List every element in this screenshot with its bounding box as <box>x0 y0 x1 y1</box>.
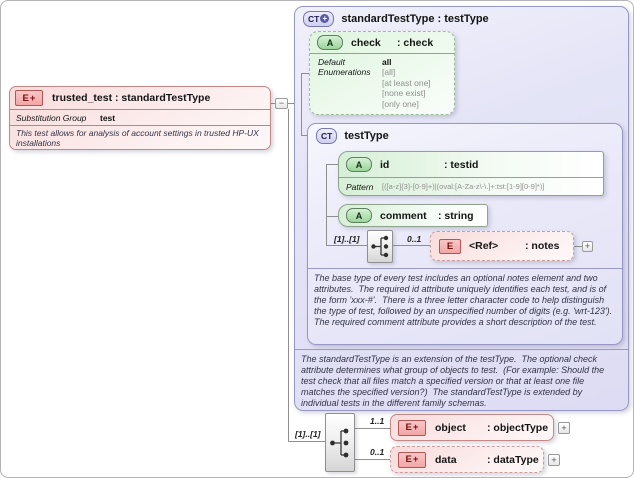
id-attribute-box[interactable]: A id : testid Pattern [([a-z]{3}-[0-9]+)… <box>338 151 604 196</box>
element-icon-letter: E <box>405 422 412 433</box>
substitution-group-value: test <box>100 112 116 123</box>
enum-value: [at least one] <box>382 77 431 88</box>
sequence-occurs-label: [1]..[1] <box>334 234 360 244</box>
ct-icon-letters: CT <box>308 13 320 24</box>
notes-element-box[interactable]: E <Ref> : notes <box>430 231 574 261</box>
complex-type-icon: CT <box>316 127 338 144</box>
element-icon-plus: + <box>412 454 419 465</box>
notes-expand-button[interactable]: + <box>582 241 593 252</box>
trusted-test-title: trusted_test : standardTestType <box>52 92 211 104</box>
element-icon-plus: + <box>29 92 36 104</box>
enumerations-label: Enumerations <box>318 67 371 77</box>
enum-value: [only one] <box>382 98 419 109</box>
attribute-icon: A <box>346 208 372 223</box>
test-type-description: The base type of every test includes an … <box>314 273 613 327</box>
sequence-icon[interactable] <box>367 230 393 263</box>
connector <box>288 441 325 442</box>
element-icon: E <box>439 238 461 254</box>
check-name: check <box>351 36 381 49</box>
connector <box>301 135 307 136</box>
element-icon: E+ <box>398 451 426 468</box>
element-icon: E+ <box>15 90 43 106</box>
plus-glyph: + <box>551 455 557 465</box>
connector <box>301 73 302 135</box>
notes-occurs-label: 0..1 <box>407 234 422 244</box>
default-value: all <box>382 57 392 67</box>
comment-type: : string <box>438 209 474 222</box>
plus-glyph: + <box>561 423 567 433</box>
object-type: : objectType <box>487 421 549 434</box>
sequence-icon[interactable] <box>325 413 355 472</box>
complex-type-icon: CT+ <box>303 10 335 27</box>
object-name: object <box>435 421 466 434</box>
content-sequence-occurs-label: [1]..[1] <box>295 429 321 439</box>
connector <box>326 164 327 245</box>
pattern-label: Pattern <box>346 181 374 192</box>
connector <box>326 164 338 165</box>
data-name: data <box>435 453 457 466</box>
connector <box>288 103 294 104</box>
notes-name: <Ref> <box>469 240 499 252</box>
standard-test-type-description: The standardTestType is an extension of … <box>301 354 607 408</box>
collapse-toggle[interactable]: − <box>275 98 288 109</box>
sequence-glyph <box>330 428 349 457</box>
plus-glyph: + <box>584 241 591 251</box>
connector <box>326 245 367 246</box>
comment-name: comment <box>380 209 427 222</box>
connector <box>326 216 338 217</box>
connector <box>301 73 309 74</box>
object-expand-button[interactable]: + <box>558 422 570 434</box>
connector <box>355 428 390 429</box>
object-element-box[interactable]: E+ object : objectType <box>390 414 554 441</box>
substitution-group-label: Substitution Group <box>16 112 87 123</box>
connector <box>288 109 289 441</box>
ct-icon-letters: CT <box>321 130 333 141</box>
minus-glyph: − <box>278 98 285 108</box>
divider <box>295 349 628 350</box>
element-icon-letter: E <box>405 454 412 465</box>
id-type: : testid <box>444 158 479 171</box>
standard-test-type-title: standardTestType : testType <box>341 12 489 25</box>
object-occurs-label: 1..1 <box>370 416 385 426</box>
connector <box>574 246 582 247</box>
a-icon-letter: A <box>355 159 363 170</box>
data-expand-button[interactable]: + <box>548 454 560 466</box>
connector <box>393 245 430 246</box>
element-icon-letter: E <box>446 240 454 252</box>
pattern-value: [([a-z]{3}-[0-9]+)|(oval:[A-Za-z\-\.]+:t… <box>382 182 545 191</box>
attribute-icon: A <box>317 35 343 50</box>
connector <box>271 103 275 104</box>
divider <box>308 268 622 269</box>
enum-value: [none exist] <box>382 88 426 98</box>
ct-icon-plus: + <box>320 14 330 23</box>
element-icon-plus: + <box>412 422 419 433</box>
default-label: Default <box>318 57 345 67</box>
a-icon-letter: A <box>326 37 334 48</box>
data-type: : dataType <box>487 453 539 466</box>
enum-value: [all] <box>382 67 396 77</box>
check-attribute-box[interactable]: A check : check Default all Enumerations… <box>309 31 455 115</box>
check-type: : check <box>397 36 434 49</box>
trusted-test-element-box[interactable]: E+ trusted_test : standardTestType Subst… <box>9 86 271 150</box>
element-icon-letter: E <box>22 92 29 104</box>
sequence-glyph <box>371 235 389 258</box>
trusted-test-description: This test allows for analysis of account… <box>10 125 270 150</box>
connector <box>355 459 390 460</box>
notes-type: : notes <box>525 240 560 252</box>
data-occurs-label: 0..1 <box>370 447 385 457</box>
test-type-title: testType <box>344 129 389 142</box>
data-element-box[interactable]: E+ data : dataType <box>390 446 544 473</box>
id-name: id <box>380 158 390 171</box>
attribute-icon: A <box>346 157 372 172</box>
a-icon-letter: A <box>355 210 363 221</box>
comment-attribute-box[interactable]: A comment : string <box>338 204 488 227</box>
element-icon: E+ <box>398 419 426 436</box>
